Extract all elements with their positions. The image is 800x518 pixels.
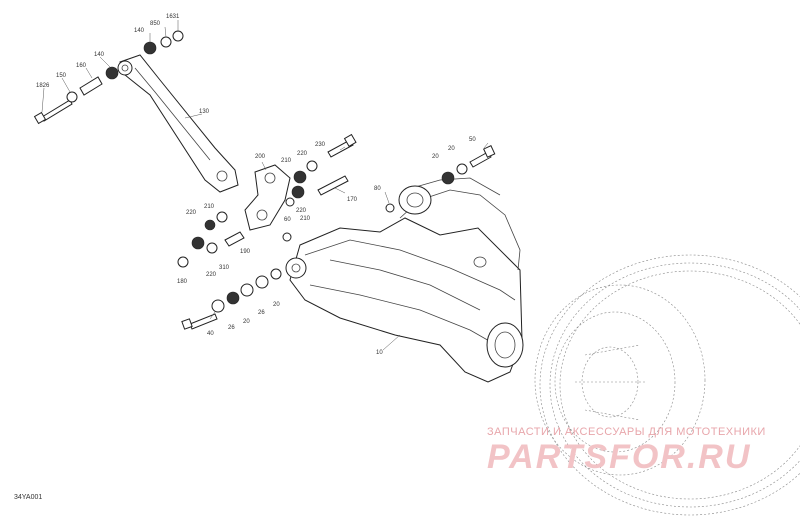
rocker bbox=[244, 164, 291, 231]
callout-26-b: 26 bbox=[258, 310, 265, 316]
watermark-tagline: ЗАПЧАСТИ И АКСЕССУАРЫ ДЛЯ МОТОТЕХНИКИ bbox=[487, 426, 766, 438]
callout-20-a: 20 bbox=[448, 146, 455, 152]
callout-26-a: 26 bbox=[228, 325, 235, 331]
callout-180: 180 bbox=[177, 279, 188, 285]
callout-50: 50 bbox=[469, 137, 476, 143]
callout-160: 160 bbox=[76, 63, 87, 69]
callout-140-left: 140 bbox=[94, 52, 105, 58]
hardware bbox=[33, 30, 496, 330]
tire bbox=[534, 254, 800, 516]
callout-20-c: 20 bbox=[243, 319, 250, 325]
callout-220-d: 220 bbox=[206, 272, 217, 278]
callout-230: 230 bbox=[315, 142, 326, 148]
callout-220-c: 220 bbox=[296, 208, 307, 214]
callout-170: 170 bbox=[347, 197, 358, 203]
callout-210-a: 210 bbox=[204, 204, 215, 210]
callout-130: 130 bbox=[199, 109, 210, 115]
callout-140-top: 140 bbox=[134, 28, 145, 34]
callout-850: 850 bbox=[150, 21, 161, 27]
callout-220-b: 220 bbox=[297, 151, 308, 157]
callout-40: 40 bbox=[207, 331, 214, 337]
callout-200: 200 bbox=[255, 154, 266, 160]
watermark: ЗАПЧАСТИ И АКСЕССУАРЫ ДЛЯ МОТОТЕХНИКИ PA… bbox=[487, 426, 766, 476]
callout-190: 190 bbox=[240, 249, 251, 255]
callout-80: 80 bbox=[374, 186, 381, 192]
callout-labels: 1631 850 140 140 160 150 1826 130 200 22… bbox=[36, 14, 476, 356]
callout-20-b: 20 bbox=[432, 154, 439, 160]
callout-10: 10 bbox=[376, 350, 383, 356]
callout-210-c: 210 bbox=[300, 216, 311, 222]
callout-20-d: 20 bbox=[273, 302, 280, 308]
diagram-code: 34YA001 bbox=[14, 494, 42, 501]
upper-link bbox=[117, 54, 239, 193]
callout-60: 60 bbox=[284, 217, 291, 223]
callout-210-b: 210 bbox=[281, 158, 292, 164]
callout-220-a: 220 bbox=[186, 210, 197, 216]
callout-310: 310 bbox=[219, 265, 230, 271]
callout-1631: 1631 bbox=[166, 14, 180, 20]
callout-1826: 1826 bbox=[36, 83, 50, 89]
watermark-logo: PARTSFOR.RU bbox=[487, 438, 751, 476]
leader-lines bbox=[41, 20, 489, 351]
swing-arm bbox=[285, 177, 524, 383]
callout-150: 150 bbox=[56, 73, 67, 79]
